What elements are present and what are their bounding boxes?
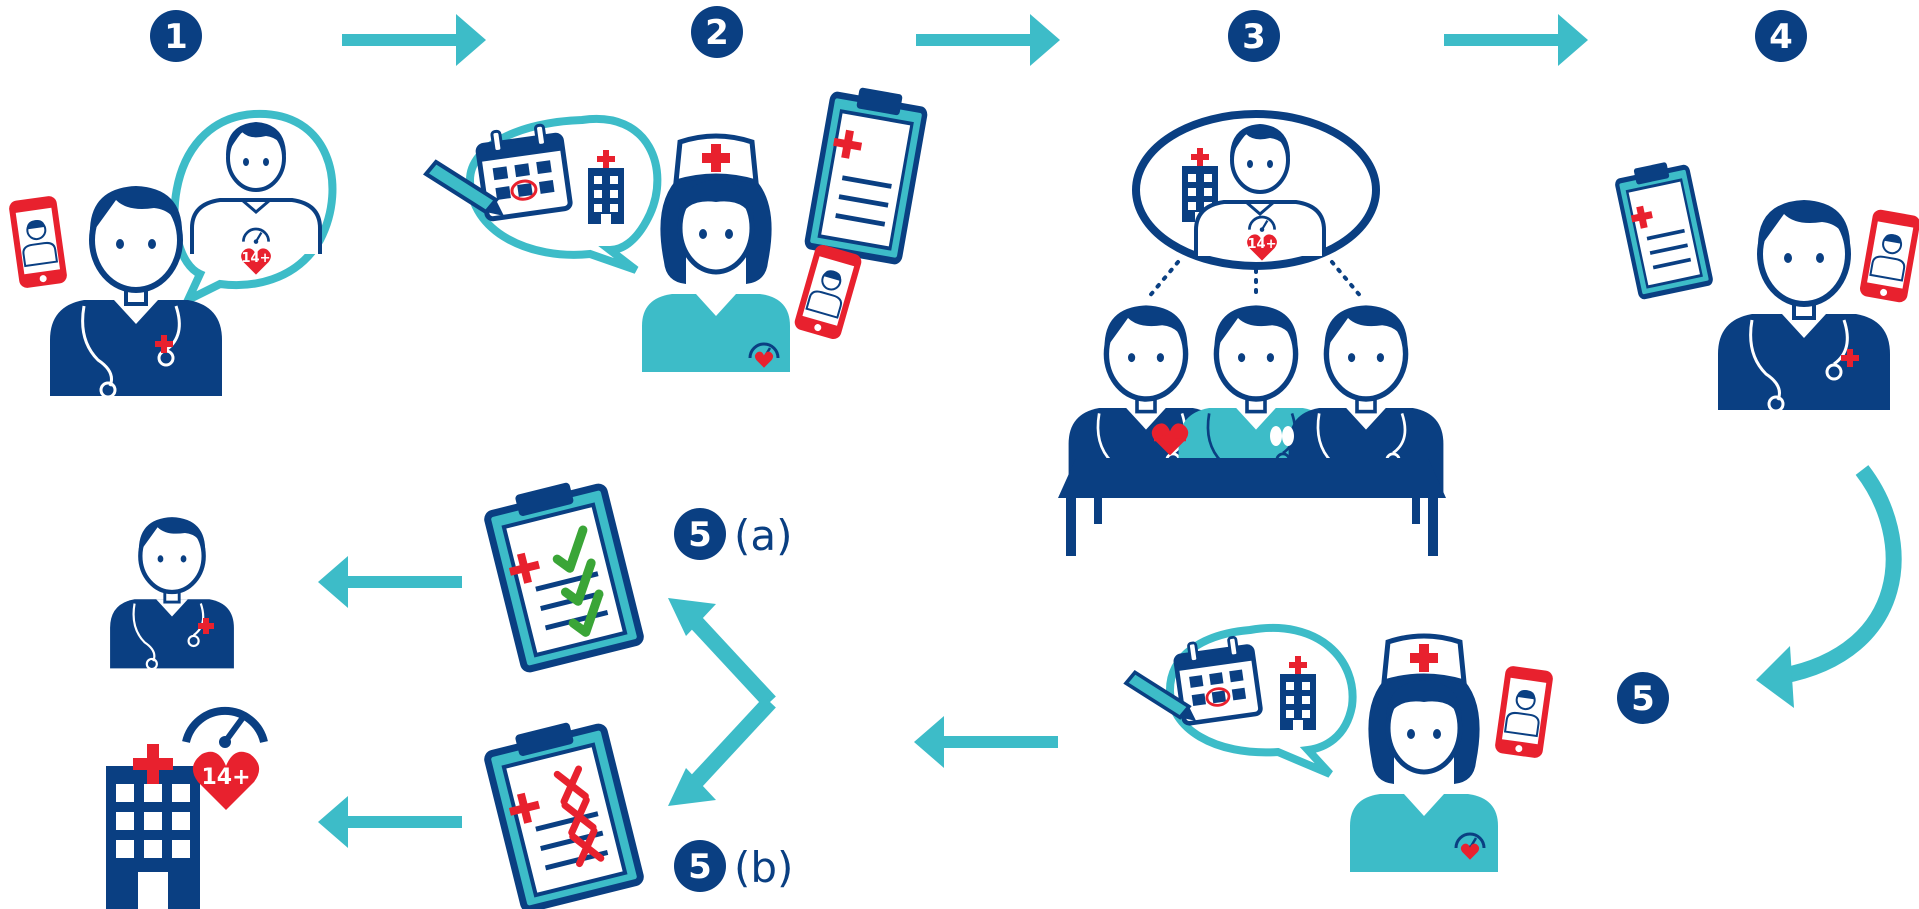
step-number-5a: 5 bbox=[688, 515, 712, 555]
step-number-4: 4 bbox=[1769, 17, 1793, 57]
red-cross-icon bbox=[155, 335, 173, 353]
cross-icon bbox=[553, 765, 605, 868]
step-3-group: 14+ bbox=[1058, 110, 1446, 556]
red-cross-icon bbox=[198, 618, 214, 634]
arrow-left-icon bbox=[914, 716, 1058, 768]
step-suffix-5b: (b) bbox=[734, 843, 793, 892]
heart-label: 14+ bbox=[242, 251, 271, 266]
step-5-group bbox=[1124, 624, 1555, 872]
hospital-icon bbox=[106, 744, 200, 909]
nurse-icon bbox=[642, 136, 790, 372]
step-badge-5a: 5 (a) bbox=[674, 508, 793, 560]
arrow-right-icon bbox=[1444, 14, 1588, 66]
step-number-5: 5 bbox=[1631, 679, 1655, 719]
step-badge-5: 5 bbox=[1617, 672, 1669, 724]
step-badge-3: 3 bbox=[1228, 10, 1280, 62]
branch-arrow-icon bbox=[668, 598, 776, 806]
step-number-5b: 5 bbox=[688, 847, 712, 887]
step-number-3: 3 bbox=[1242, 17, 1266, 57]
step-badge-1: 1 bbox=[150, 10, 202, 62]
arrow-left-icon bbox=[318, 796, 462, 848]
step-4-group bbox=[1615, 158, 1919, 411]
clipboard-icon bbox=[807, 83, 928, 262]
smartphone-icon bbox=[1493, 664, 1555, 760]
heartbeat-icon bbox=[1154, 428, 1186, 452]
doctor-icon bbox=[110, 517, 234, 669]
gauge-icon bbox=[182, 706, 268, 748]
curved-arrow-icon bbox=[1756, 465, 1902, 708]
connector-dots bbox=[1146, 260, 1364, 300]
heart-label: 14+ bbox=[1248, 237, 1277, 252]
approved-clipboard-icon bbox=[484, 474, 642, 670]
step-number-1: 1 bbox=[164, 17, 188, 57]
doctor-icon bbox=[1718, 200, 1890, 411]
smartphone-icon bbox=[791, 242, 865, 342]
step-number-2: 2 bbox=[705, 13, 729, 53]
arrow-right-icon bbox=[916, 14, 1060, 66]
smartphone-icon bbox=[7, 194, 69, 290]
table-icon bbox=[1058, 458, 1446, 556]
check-icon bbox=[552, 525, 604, 637]
step-badge-4: 4 bbox=[1755, 10, 1807, 62]
step-2-group bbox=[424, 83, 928, 372]
step-badge-2: 2 bbox=[691, 6, 743, 58]
step-1-group: 14+ bbox=[7, 109, 337, 397]
rejected-clipboard-icon bbox=[484, 714, 642, 909]
step-badge-5b: 5 (b) bbox=[674, 840, 793, 892]
red-cross-icon bbox=[1841, 349, 1859, 367]
heart-label: 14+ bbox=[201, 765, 250, 790]
step-suffix-5a: (a) bbox=[734, 511, 793, 560]
arrow-right-icon bbox=[342, 14, 486, 66]
kidney-icon bbox=[1270, 426, 1294, 446]
clipboard-icon bbox=[1615, 158, 1712, 297]
smartphone-icon bbox=[1857, 207, 1919, 305]
arrow-left-icon bbox=[318, 556, 462, 608]
